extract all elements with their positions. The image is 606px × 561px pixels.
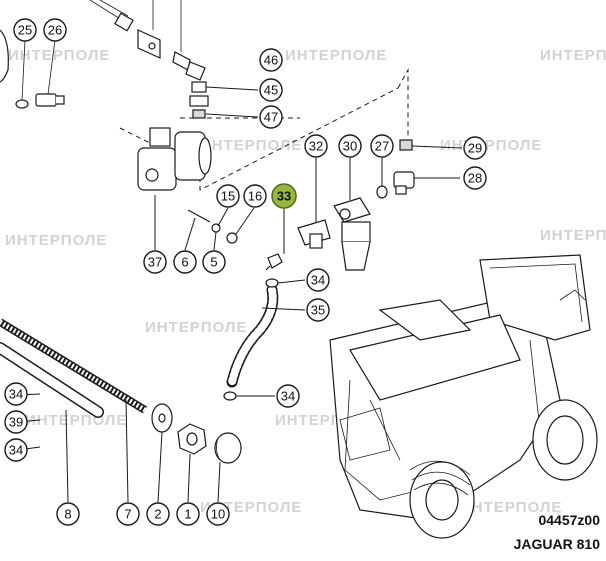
- svg-text:32: 32: [309, 139, 323, 154]
- callout-layer: 25 26 46 45 47 32 30 27 29 28 15 16 33 3…: [4, 18, 487, 526]
- watermark: ИНТЕРПОЛЕ: [440, 137, 542, 154]
- callout-8[interactable]: 8: [56, 502, 80, 526]
- svg-text:2: 2: [154, 507, 161, 522]
- svg-text:45: 45: [264, 83, 278, 98]
- part-35-hose: [226, 284, 306, 388]
- part-28-elbow: [393, 171, 460, 195]
- valve-block: [137, 29, 206, 81]
- svg-text:47: 47: [264, 110, 278, 125]
- callout-27[interactable]: 27: [370, 134, 394, 158]
- svg-text:35: 35: [311, 303, 325, 318]
- part-25-fitting: [0, 29, 29, 109]
- part-10-cap: [214, 432, 242, 503]
- svg-text:34: 34: [9, 387, 23, 402]
- callout-26[interactable]: 26: [43, 18, 67, 42]
- svg-text:30: 30: [343, 139, 357, 154]
- part-29-cap: [399, 139, 463, 151]
- svg-text:10: 10: [211, 507, 225, 522]
- svg-text:8: 8: [64, 507, 71, 522]
- callout-34-top[interactable]: 34: [306, 268, 330, 292]
- model-name: JAGUAR 810: [513, 536, 600, 552]
- svg-text:29: 29: [468, 141, 482, 156]
- svg-text:28: 28: [468, 171, 482, 186]
- part-34-clamp-bottom: [223, 391, 275, 401]
- svg-text:39: 39: [9, 415, 23, 430]
- svg-text:37: 37: [148, 255, 162, 270]
- callout-28[interactable]: 28: [463, 166, 487, 190]
- part-5-nut: [211, 207, 255, 251]
- watermark: ИНТЕРПОЛЕ: [540, 47, 606, 64]
- svg-text:34: 34: [9, 443, 23, 458]
- callout-34-left-b[interactable]: 34: [4, 438, 28, 462]
- svg-text:46: 46: [264, 53, 278, 68]
- part-6-spring: [184, 209, 211, 251]
- drawing-code: 04457z00: [538, 512, 600, 528]
- watermark: ИНТЕРПОЛЕ: [8, 47, 110, 64]
- watermark: ИНТЕРПОЛЕ: [145, 319, 247, 336]
- callout-37[interactable]: 37: [143, 250, 167, 274]
- callout-10[interactable]: 10: [206, 502, 230, 526]
- svg-text:26: 26: [48, 23, 62, 38]
- svg-text:33: 33: [277, 189, 291, 204]
- svg-text:5: 5: [210, 255, 217, 270]
- watermark: ИНТЕРПОЛЕ: [25, 412, 127, 429]
- top-rod: [89, 0, 182, 52]
- svg-text:34: 34: [281, 389, 295, 404]
- harvester-illustration: [329, 254, 598, 539]
- svg-text:27: 27: [375, 139, 389, 154]
- part-7-rod: [0, 318, 148, 503]
- part-34-clamp-top: [265, 278, 306, 288]
- callout-29[interactable]: 29: [463, 136, 487, 160]
- part-1-nut: [177, 423, 207, 503]
- callout-7[interactable]: 7: [116, 502, 140, 526]
- svg-text:16: 16: [248, 189, 262, 204]
- part-2-washer: [151, 403, 173, 503]
- callout-25[interactable]: 25: [13, 18, 37, 42]
- callout-16[interactable]: 16: [243, 184, 267, 208]
- callout-32[interactable]: 32: [304, 134, 328, 158]
- part-27-ring: [376, 158, 388, 199]
- watermark: ИНТЕРПОЛЕ: [5, 232, 107, 249]
- part-33-connector: [265, 208, 285, 271]
- callout-6[interactable]: 6: [173, 250, 197, 274]
- callout-45[interactable]: 45: [259, 78, 283, 102]
- callout-1[interactable]: 1: [176, 502, 200, 526]
- part-26-fitting: [35, 39, 65, 107]
- callout-35[interactable]: 35: [306, 298, 330, 322]
- callout-34-bottom[interactable]: 34: [276, 384, 300, 408]
- callout-30[interactable]: 30: [338, 134, 362, 158]
- svg-text:1: 1: [184, 507, 191, 522]
- watermark: ИНТЕРПОЛЕ: [540, 227, 606, 244]
- callout-46[interactable]: 46: [259, 48, 283, 72]
- svg-text:34: 34: [311, 273, 325, 288]
- svg-text:7: 7: [124, 507, 131, 522]
- watermark: ИНТЕРПОЛЕ: [285, 47, 387, 64]
- motor-assembly: [137, 127, 212, 250]
- watermark: ИНТЕРПОЛЕ: [200, 137, 302, 154]
- callout-39[interactable]: 39: [4, 410, 28, 434]
- part-32-tee: [297, 158, 331, 249]
- svg-text:6: 6: [181, 255, 188, 270]
- svg-text:25: 25: [18, 23, 32, 38]
- part-45-47-stack: [189, 81, 259, 119]
- part-30-filter: [333, 158, 371, 271]
- watermark: ИНТЕРПОЛЕ: [460, 499, 562, 516]
- callout-34-left-a[interactable]: 34: [4, 382, 28, 406]
- callout-15[interactable]: 15: [216, 184, 240, 208]
- callout-2[interactable]: 2: [146, 502, 170, 526]
- callout-5[interactable]: 5: [202, 250, 226, 274]
- callout-47[interactable]: 47: [259, 105, 283, 129]
- svg-text:15: 15: [221, 189, 235, 204]
- callout-33-highlighted[interactable]: 33: [271, 183, 297, 209]
- part-8-tube: [0, 342, 104, 503]
